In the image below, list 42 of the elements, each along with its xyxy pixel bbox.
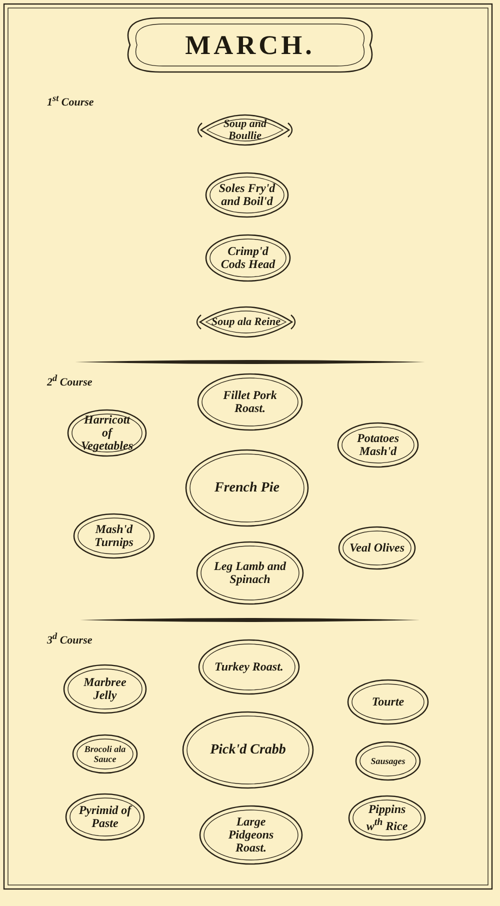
dish-name: Potatoes Mash'd [356,432,400,458]
dish-name: Marbree Jelly [82,676,128,702]
dish-name: French Pie [214,482,280,494]
dish-name: Harricott of Vegetables [80,414,134,452]
dish-oval [196,541,304,605]
dish-name: Sausages [370,756,406,766]
dish-oval [348,795,426,841]
title: MARCH. [184,30,316,61]
dish-oval [337,422,419,468]
dish-oval [73,513,155,559]
dish-oval [199,805,303,865]
dish-name: Leg Lamb and Spinach [213,560,288,586]
course-heading: 2$^{d}$ Course [47,373,92,389]
dish-name: Tourte [370,696,406,708]
dish-name: Soup and Boullie [222,118,268,142]
dish-oval [72,734,138,774]
dish-name: Soup ala Reine [211,316,281,328]
dish-oval [67,409,147,457]
dish-name: Pyrimid of Paste [78,804,133,830]
course-heading: 1$^{st}$ Course [47,93,94,109]
dish-oval [197,373,303,431]
dish-name: Pick'd Crabb [209,744,287,756]
dish-name: Mash'd Turnips [94,523,134,549]
dish-name: Crimp'd Cods Head [220,245,276,271]
dish-oval [347,679,429,725]
dish-oval [198,639,300,695]
course-heading: 3$^{d}$ Course [47,631,92,647]
dish-oval [205,234,291,282]
dish-name: Pippins w$^{th}$ Rice [365,803,409,833]
dish-name: Turkey Roast. [214,660,284,674]
dish-oval [355,741,421,781]
dish-oval [63,664,147,714]
dish-oval [185,449,309,527]
dish-oval [205,172,289,218]
dish-name: Large Pidgeons Roast. [227,816,275,854]
dish-name: Fillet Pork Roast. [222,389,278,415]
dish-oval [338,526,416,570]
dish-name: Veal Olives [348,542,406,554]
dish-oval [182,711,314,789]
dish-name: Soles Fry'd and Boil'd [218,182,276,208]
dish-name: Brocoli ala Sauce [83,744,127,764]
dish-oval [65,793,145,841]
